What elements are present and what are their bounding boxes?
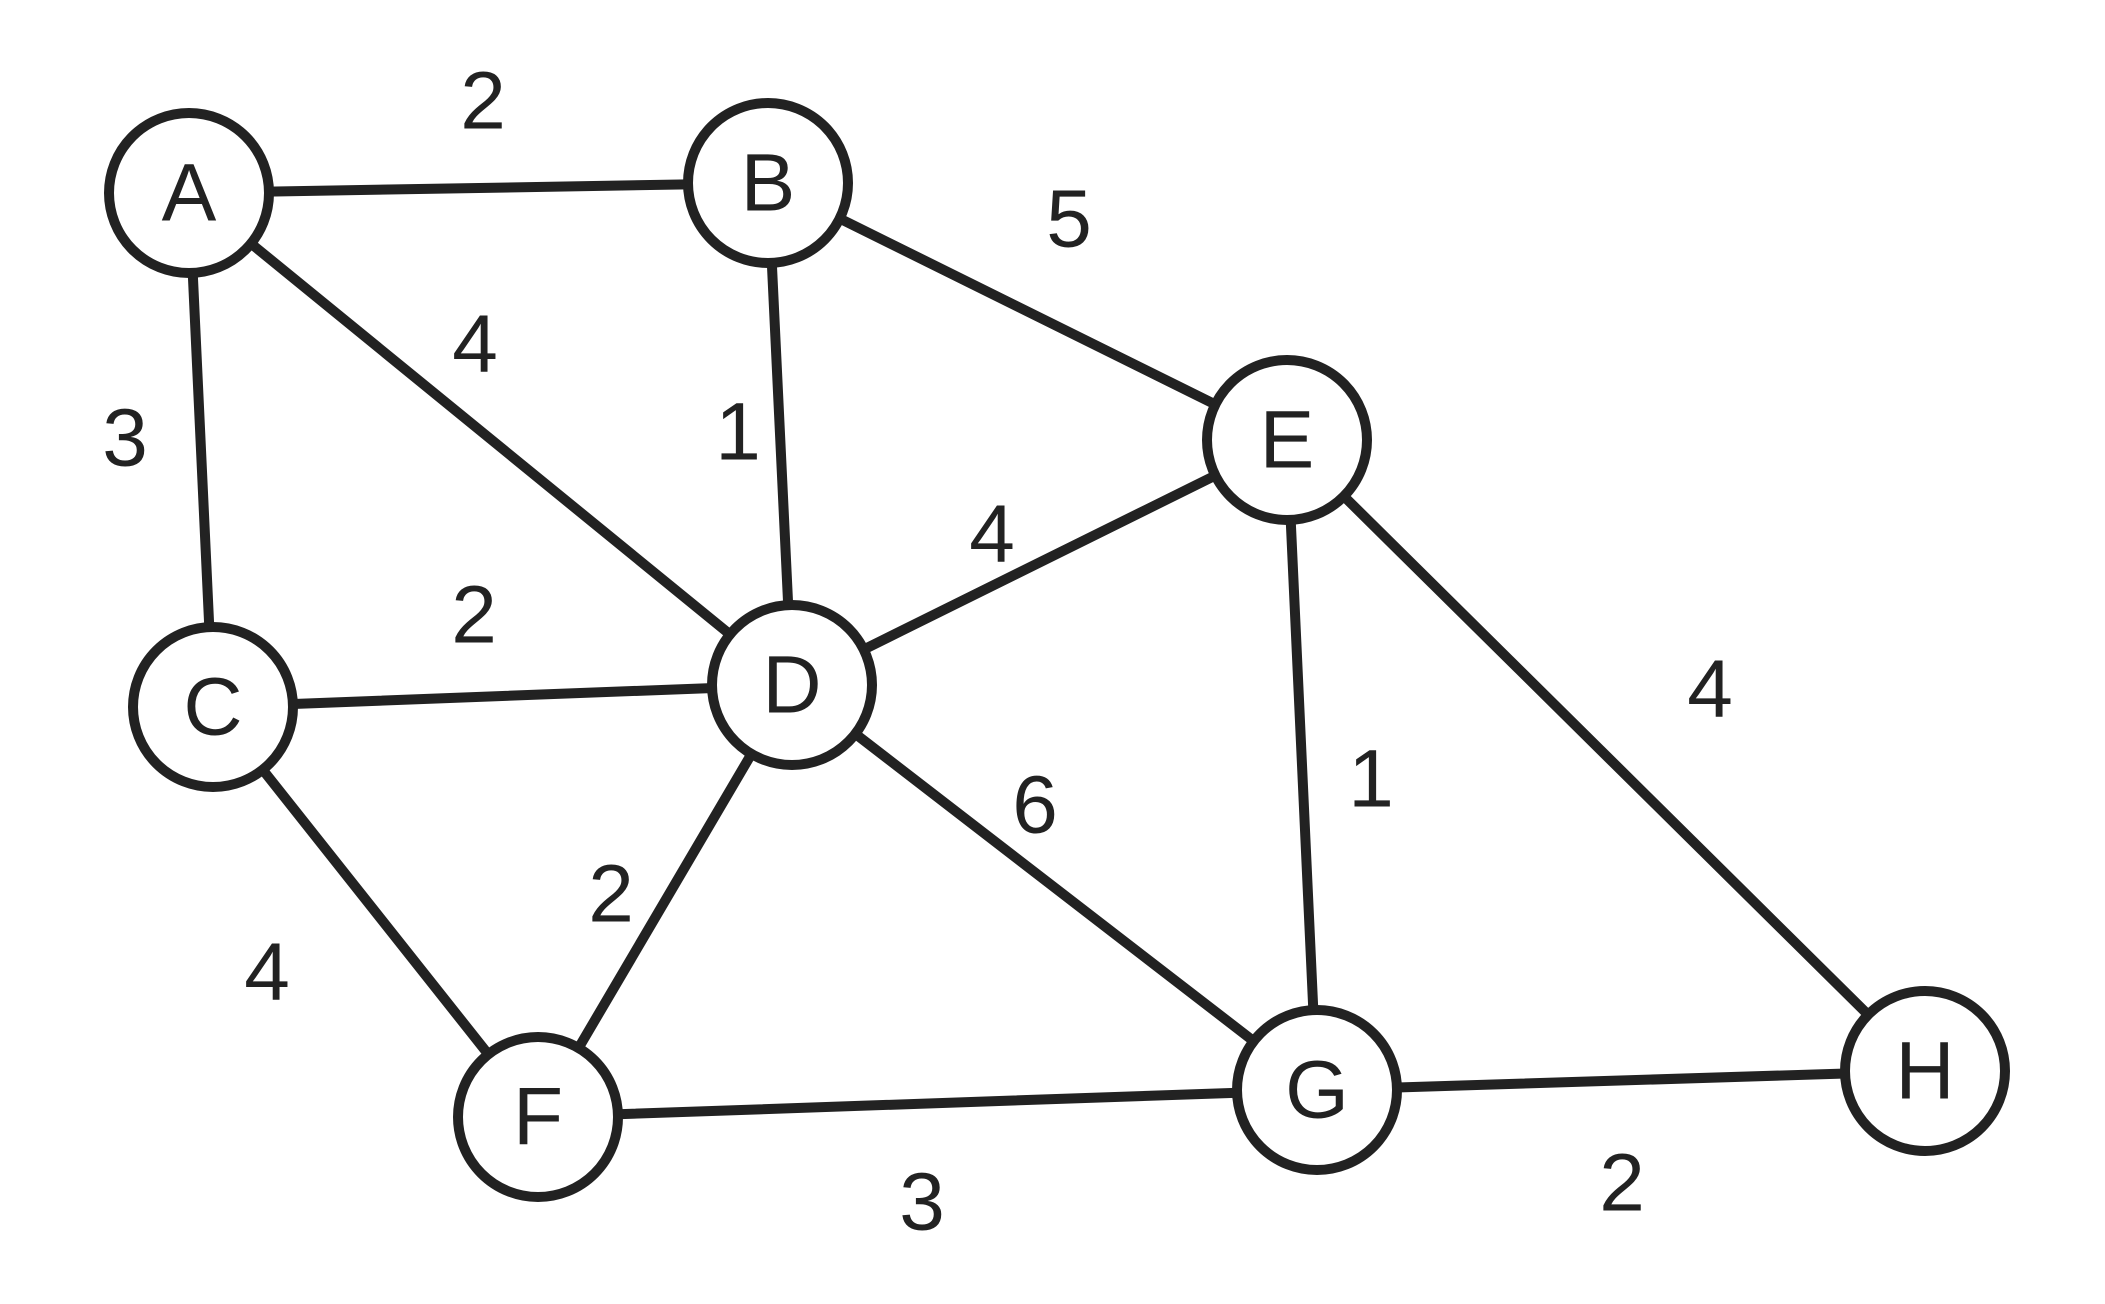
node-circle <box>1202 355 1372 525</box>
edge-a-c <box>184 188 218 712</box>
node-circle <box>707 600 877 770</box>
node-g: G <box>1232 1005 1402 1175</box>
node-label: F <box>513 1072 563 1163</box>
edge-b-e <box>763 178 1292 445</box>
node-label: E <box>1260 395 1315 486</box>
node-label: H <box>1895 1026 1954 1117</box>
weight-b-e: 5 <box>1046 174 1092 265</box>
node-c: C <box>128 622 298 792</box>
edge-f-g <box>533 1085 1322 1122</box>
node-circle <box>104 108 274 278</box>
weight-d-f: 2 <box>588 849 634 940</box>
node-circle <box>1840 986 2010 1156</box>
edge-c-f <box>208 702 543 1122</box>
node-label: D <box>762 640 821 731</box>
weight-a-b: 2 <box>460 56 506 147</box>
node-e: E <box>1202 355 1372 525</box>
node-h: H <box>1840 986 2010 1156</box>
node-circle <box>128 622 298 792</box>
weight-b-d: 1 <box>715 387 761 478</box>
weight-a-d: 4 <box>452 299 498 390</box>
weight-a-c: 3 <box>102 393 148 484</box>
node-f: F <box>453 1032 623 1202</box>
node-label: C <box>183 662 242 753</box>
edge-g-h <box>1312 1066 1930 1095</box>
edge-e-h <box>1282 435 1930 1076</box>
weight-c-d: 2 <box>451 570 497 661</box>
weight-e-h: 4 <box>1687 644 1733 735</box>
weight-g-h: 2 <box>1599 1138 1645 1229</box>
node-a: A <box>104 108 274 278</box>
edge-a-b <box>184 178 773 198</box>
edge-c-d <box>208 680 797 712</box>
edge-d-g <box>787 680 1322 1095</box>
node-b: B <box>683 98 853 268</box>
node-label: G <box>1285 1045 1349 1136</box>
edges <box>184 178 1930 1122</box>
node-d: D <box>707 600 877 770</box>
nodes: A B C D E F G H <box>104 98 2010 1202</box>
edge-a-d <box>184 188 797 690</box>
edge-weights: 2 3 4 1 5 2 4 4 2 6 1 4 3 2 <box>102 56 1733 1248</box>
edge-d-e <box>787 435 1292 690</box>
weight-d-e: 4 <box>969 489 1015 580</box>
node-circle <box>683 98 853 268</box>
weight-c-f: 4 <box>244 927 290 1018</box>
node-label: A <box>162 148 217 239</box>
edge-e-g <box>1282 435 1322 1095</box>
weight-f-g: 3 <box>899 1157 945 1248</box>
node-label: B <box>741 138 796 229</box>
node-circle <box>1232 1005 1402 1175</box>
weight-e-g: 1 <box>1348 734 1394 825</box>
weight-d-g: 6 <box>1012 760 1058 851</box>
node-circle <box>453 1032 623 1202</box>
